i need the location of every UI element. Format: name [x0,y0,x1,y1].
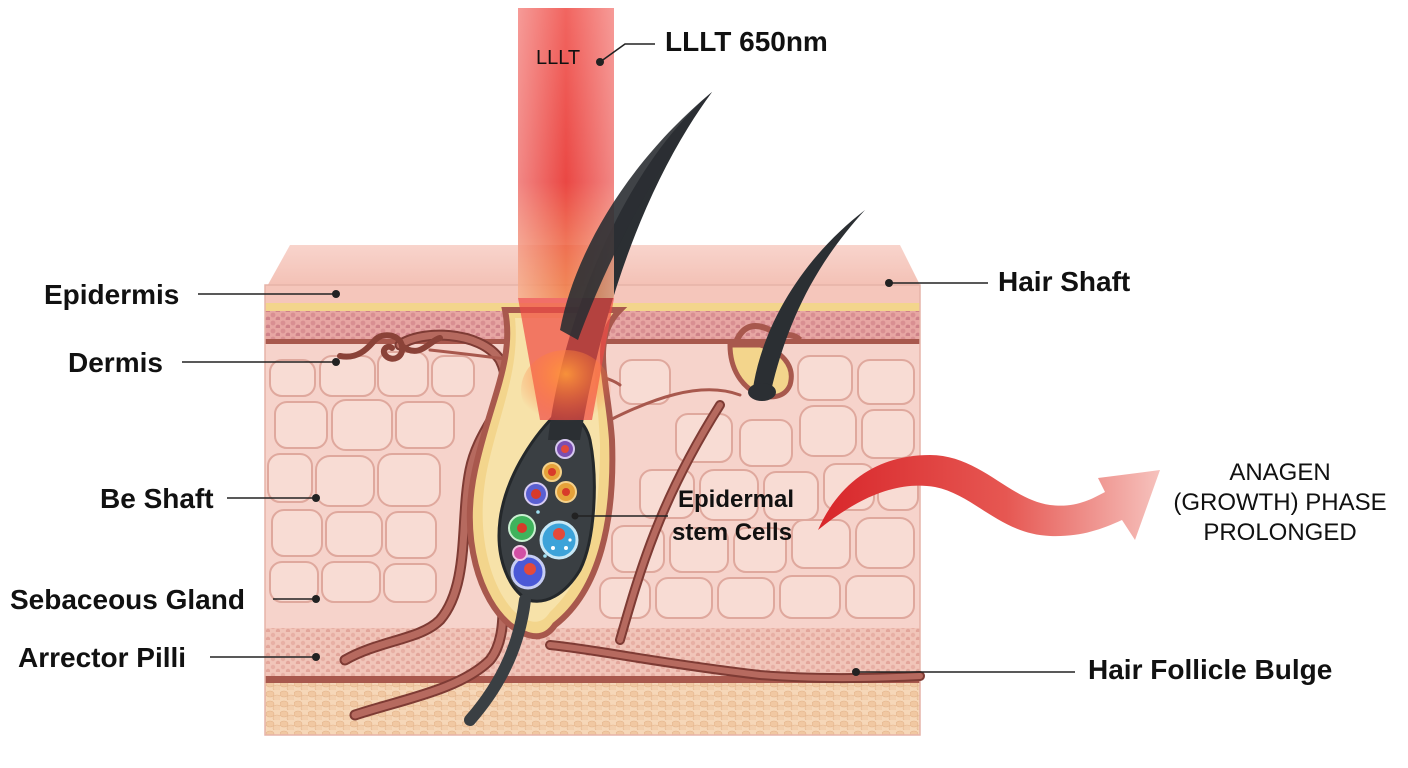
hair-shaft-label: Hair Shaft [998,266,1131,297]
phase-line3: PROLONGED [1203,519,1357,546]
sebaceous-gland-label: Sebaceous Gland [10,584,245,615]
stem-cells [508,439,579,590]
arrector-pilli-label: Arrector Pilli [18,642,187,673]
secondary-hair-shaft [752,210,865,395]
laser-callout-label: LLLT 650nm [665,26,828,57]
sebaceous-gland [337,332,443,362]
stem-cells-label-line1: Epidermal [678,486,795,513]
laser-inner-label: LLLT [536,47,581,69]
secondary-hair-follicle [727,210,865,401]
phase-line2: (GROWTH) PHASE [1173,489,1387,516]
laser-beam [518,8,614,430]
anagen-phase-text: ANAGEN (GROWTH) PHASE PROLONGED [1160,458,1400,548]
be-shaft-label: Be Shaft [100,483,214,514]
epidermis-label: Epidermis [44,279,180,310]
anagen-arrow [818,455,1160,540]
hair-follicle-bulge-label: Hair Follicle Bulge [1088,654,1333,685]
stem-cells-label-line2: stem Cells [672,519,793,546]
stem-cell [512,545,528,561]
phase-line1: ANAGEN [1229,459,1331,486]
dermis-label: Dermis [68,347,163,378]
leader-lines [182,43,1075,673]
leader-dots [312,58,893,676]
